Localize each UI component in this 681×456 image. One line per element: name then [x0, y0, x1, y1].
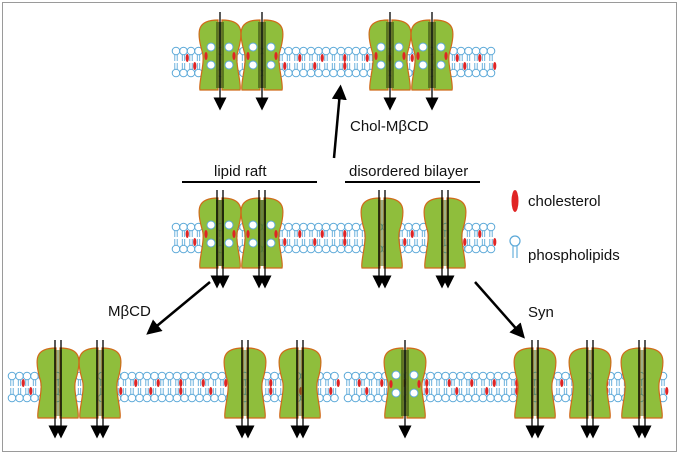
syn-label: Syn — [528, 304, 554, 321]
cholesterol-icon — [511, 190, 519, 212]
channel-top-4 — [410, 12, 454, 111]
lipid-raft-label: lipid raft — [214, 163, 267, 180]
legend-cholesterol-label: cholesterol — [528, 193, 601, 210]
channel-mid-disordered-1 — [360, 190, 404, 289]
disordered-bilayer-label: disordered bilayer — [349, 163, 468, 180]
chol-mbcd-label: Chol-MβCD — [350, 118, 429, 135]
channel-br-4 — [620, 340, 664, 439]
channel-top-1 — [198, 12, 242, 111]
channel-br-1 — [383, 340, 427, 439]
phospholipid-icon — [509, 235, 521, 258]
channel-bl-4 — [278, 340, 322, 439]
channel-bl-3 — [223, 340, 267, 439]
channel-bl-1 — [36, 340, 80, 439]
legend: cholesterol phospholipids — [509, 190, 620, 264]
channel-top-3 — [368, 12, 412, 111]
channel-mid-disordered-2 — [423, 190, 467, 289]
mbcd-label: MβCD — [108, 303, 151, 320]
legend-phospholipids-label: phospholipids — [528, 247, 620, 264]
mbcd-arrow — [146, 281, 211, 335]
channel-br-2 — [513, 340, 557, 439]
chol-mbcd-arrow — [331, 84, 347, 159]
channel-mid-raft-2 — [240, 190, 284, 289]
syn-arrow — [474, 281, 525, 339]
figure-frame — [2, 2, 677, 452]
channel-mid-raft-1 — [198, 190, 242, 289]
channel-top-2 — [240, 12, 284, 111]
channel-bl-2 — [78, 340, 122, 439]
channels-layer — [36, 12, 664, 439]
channel-br-3 — [568, 340, 612, 439]
